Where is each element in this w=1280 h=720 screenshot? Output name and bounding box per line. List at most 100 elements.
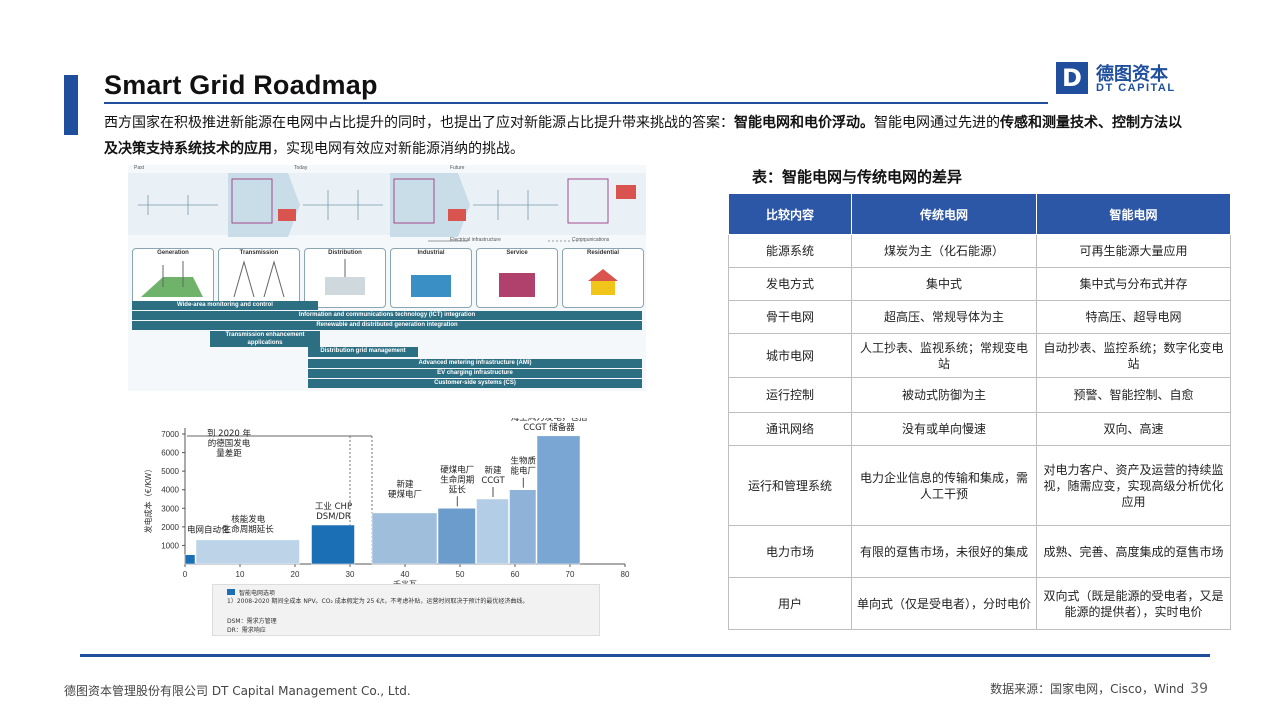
band-wide-area-monitoring: Wide-area monitoring and control <box>132 301 318 310</box>
column-label: Industrial <box>417 250 445 256</box>
cell-compare-item: 电力市场 <box>728 525 852 578</box>
band-customer-side-systems: Customer-side systems (CS) <box>308 379 642 388</box>
cost-bar <box>476 498 509 565</box>
legend-key: 智能电网选项 <box>239 590 276 597</box>
column-label: Generation <box>157 250 189 256</box>
column-label: Distribution <box>328 250 362 256</box>
column-label: Service <box>506 250 528 256</box>
logo-mark-icon: D <box>1056 62 1088 94</box>
x-tick-label: 20 <box>291 570 300 579</box>
intro-text-1: 西方国家在积极推进新能源在电网中占比提升的同时，也提出了应对新能源占比提升带来挑… <box>104 115 734 131</box>
cell-smart-grid: 对电力客户、资产及运营的持续监视，随需应变，实现高级分析优化应用 <box>1036 445 1231 526</box>
bar-label: 新建 <box>484 465 502 476</box>
column-industrial: Industrial <box>390 248 472 308</box>
gap-label: 量差距 <box>216 448 242 459</box>
intro-text-2: 智能电网通过先进的 <box>874 115 1000 131</box>
band-ev-charging: EV charging infrastructure <box>308 369 642 378</box>
cell-traditional-grid: 电力企业信息的传输和集成，需人工干预 <box>851 445 1037 526</box>
x-tick-label: 80 <box>621 570 630 579</box>
bar-label: 生命周期延长 <box>223 524 275 535</box>
footer-company: 德图资本管理股份有限公司 DT Capital Management Co., … <box>64 684 411 698</box>
cost-bar <box>509 489 537 565</box>
intro-bold-2: 传感和测量技术、控制方法以及决策支持系统技术的应用 <box>104 115 1182 157</box>
bar-label: 海上风力发电，包括 <box>511 418 588 423</box>
gap-label: 的德国发电 <box>208 438 251 449</box>
y-tick-label: 2000 <box>161 523 179 532</box>
legend-electrical: Electrical infrastructure <box>450 237 501 243</box>
y-tick-label: 6000 <box>161 449 179 458</box>
header-smart-grid: 智能电网 <box>1036 193 1231 235</box>
bar-label: 工业 CHP <box>315 501 352 512</box>
title-accent-bar <box>64 75 78 135</box>
y-tick-label: 3000 <box>161 504 179 513</box>
column-generation: Generation <box>132 248 214 308</box>
cell-traditional-grid: 超高压、常规导体为主 <box>851 300 1037 334</box>
bar-label: 生物质 <box>510 456 536 467</box>
stage-label-future: Future <box>450 165 465 171</box>
column-service: Service <box>476 248 558 308</box>
column-label: Residential <box>586 250 619 256</box>
legend-note-dr: DR：需求响应 <box>227 627 266 634</box>
smart-grid-infrastructure-diagram: Past Today Future Electrical infrastruct… <box>128 165 646 391</box>
legend-note-npv: 1）2008-2020 期间全成本 NPV。CO₂ 成本假定为 25 €/t，不… <box>227 598 529 605</box>
bar-label: 延长 <box>449 484 467 495</box>
band-ami: Advanced metering infrastructure (AMI) <box>308 359 642 368</box>
cell-traditional-grid: 被动式防御为主 <box>851 377 1037 413</box>
y-axis-title: 发电成本（€/KW） <box>143 465 153 534</box>
column-distribution: Distribution <box>304 248 386 308</box>
cell-compare-item: 通讯网络 <box>728 412 852 446</box>
band-renewable-integration: Renewable and distributed generation int… <box>132 321 642 330</box>
cost-bar <box>371 512 438 565</box>
column-transmission: Transmission <box>218 248 300 308</box>
cost-bar <box>536 435 581 565</box>
band-distribution-grid-mgmt: Distribution grid management <box>308 347 418 357</box>
grid-evolution-illustration <box>128 173 646 242</box>
cell-compare-item: 用户 <box>728 577 852 630</box>
band-ict-integration: Information and communications technolog… <box>132 311 642 320</box>
table-row: 城市电网人工抄表、监视系统；常规变电站自动抄表、监控系统；数字化变电站 <box>728 333 1231 378</box>
company-logo: D 德图资本 DT CAPITAL <box>1056 62 1226 98</box>
gap-label: 到 2020 年 <box>207 428 252 439</box>
y-tick-label: 5000 <box>161 467 179 476</box>
generation-icon <box>141 261 203 297</box>
x-tick-label: 60 <box>511 570 520 579</box>
cell-traditional-grid: 有限的趸售市场，未很好的集成 <box>851 525 1037 578</box>
bar-label: 硬煤电厂 <box>440 464 474 475</box>
column-residential: Residential <box>562 248 644 308</box>
bar-label: CCGT 储备器 <box>523 422 575 433</box>
table-row: 能源系统煤炭为主（化石能源）可再生能源大量应用 <box>728 234 1231 268</box>
bar-label: 电网自动化 <box>187 524 230 535</box>
cell-smart-grid: 集中式与分布式并存 <box>1036 267 1231 301</box>
cell-traditional-grid: 人工抄表、监视系统；常规变电站 <box>851 333 1037 378</box>
bar-label: CCGT <box>481 476 505 486</box>
legend-note-dsm: DSM：需求方管理 <box>227 618 277 625</box>
cell-compare-item: 运行和管理系统 <box>728 445 852 526</box>
page-title: Smart Grid Roadmap <box>104 70 378 100</box>
x-tick-label: 10 <box>236 570 245 579</box>
stage-label-past: Past <box>134 165 145 171</box>
table-row: 运行和管理系统电力企业信息的传输和集成，需人工干预对电力客户、资产及运营的持续监… <box>728 445 1231 526</box>
cost-bar <box>311 524 355 565</box>
header-compare-item: 比较内容 <box>728 193 852 235</box>
cell-smart-grid: 成熟、完善、高度集成的趸售市场 <box>1036 525 1231 578</box>
bar-label: 核能发电 <box>231 514 266 525</box>
y-tick-label: 1000 <box>161 541 179 550</box>
title-divider <box>104 102 1048 104</box>
distribution-substation-icon <box>325 259 365 295</box>
table-row: 发电方式集中式集中式与分布式并存 <box>728 267 1231 301</box>
table-row: 通讯网络没有或单向慢速双向、高速 <box>728 412 1231 446</box>
data-source: 数据来源：国家电网，Cisco，Wind <box>990 682 1185 696</box>
cell-smart-grid: 可再生能源大量应用 <box>1036 234 1231 268</box>
table-row: 用户单向式（仅是受电者），分时电价双向式（既是能源的受电者，又是能源的提供者），… <box>728 577 1231 630</box>
y-tick-label: 7000 <box>161 430 179 439</box>
x-tick-label: 50 <box>456 570 465 579</box>
cell-traditional-grid: 煤炭为主（化石能源） <box>851 234 1037 268</box>
y-tick-label: 4000 <box>161 486 179 495</box>
stage-label-today: Today <box>294 165 308 171</box>
factory-icon <box>411 275 451 297</box>
cell-smart-grid: 双向式（既是能源的受电者，又是能源的提供者），实时电价 <box>1036 577 1231 630</box>
bar-label: 新建 <box>396 479 414 490</box>
transmission-tower-icon <box>233 260 285 298</box>
